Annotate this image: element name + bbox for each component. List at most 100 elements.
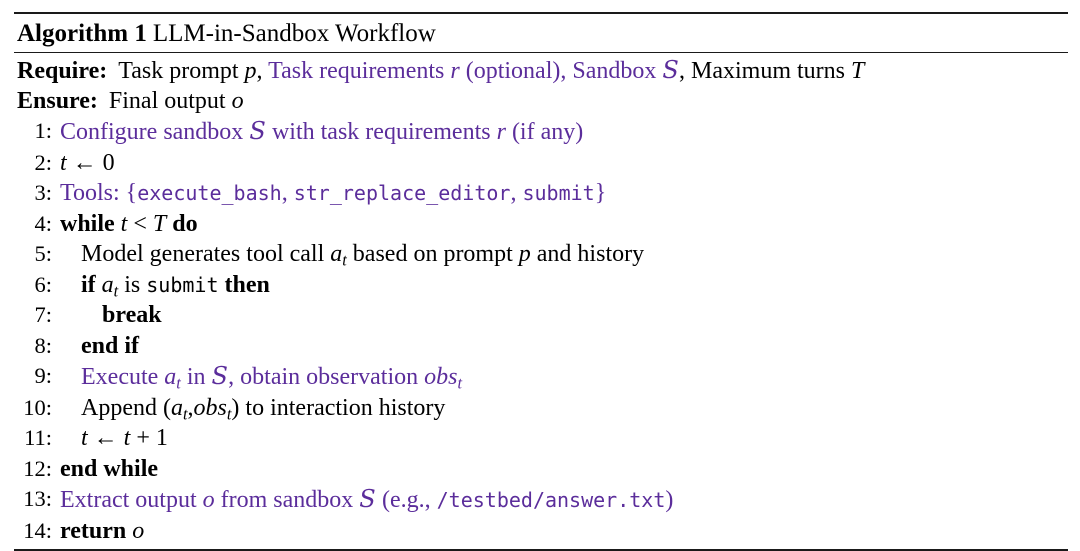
comma: , bbox=[187, 394, 194, 421]
execute-in: in bbox=[186, 364, 206, 390]
step-text: while t < T do bbox=[60, 209, 1068, 240]
model-mid: based on prompt bbox=[352, 241, 513, 267]
step-12: 12: end while bbox=[14, 454, 1068, 485]
var-S-caligraphic: S bbox=[359, 485, 376, 513]
require-text-plain-1: Task prompt bbox=[118, 58, 245, 84]
step-2: 2: t ← 0 bbox=[14, 148, 1068, 179]
ensure-line: Ensure: Final output o bbox=[14, 86, 1068, 116]
var-o: o bbox=[132, 517, 145, 544]
step-text: if at is submit then bbox=[60, 270, 1068, 301]
step-number: 10: bbox=[23, 394, 52, 420]
step-number: 5: bbox=[34, 241, 52, 266]
step-text: Configure sandbox S with task requiremen… bbox=[60, 116, 1068, 148]
tools-label: Tools: bbox=[60, 180, 120, 206]
word-is: is bbox=[124, 271, 141, 298]
step-text: Model generates tool call at based on pr… bbox=[60, 239, 1068, 270]
var-t: t bbox=[120, 210, 128, 237]
var-o: o bbox=[231, 88, 244, 114]
step-11: 11: t ← t + 1 bbox=[14, 423, 1068, 454]
step-text: return o bbox=[60, 516, 1068, 547]
title-separator-rule bbox=[14, 52, 1068, 53]
operator-plus: + bbox=[136, 425, 150, 451]
step-number: 7: bbox=[34, 302, 52, 327]
var-a-t: at bbox=[101, 271, 119, 301]
tool-submit: submit bbox=[146, 272, 219, 297]
ensure-text: Final output bbox=[108, 88, 232, 114]
paren-open: ( bbox=[162, 394, 171, 421]
paren-close: ) bbox=[665, 487, 674, 513]
configure-post: (if any) bbox=[511, 119, 584, 145]
page-title: LLM-in-Sandbox Workflow bbox=[152, 20, 436, 47]
step-number: 13: bbox=[23, 486, 52, 511]
step-text: Extract output o from sandbox S (e.g., /… bbox=[60, 484, 1068, 516]
assign-arrow-icon: ← bbox=[93, 425, 118, 451]
step-8: 8: end if bbox=[14, 331, 1068, 362]
extract-mid: from sandbox bbox=[220, 487, 354, 513]
keyword-then: then bbox=[224, 271, 270, 298]
assign-arrow-icon: ← bbox=[72, 149, 97, 176]
step-number: 11: bbox=[24, 425, 52, 450]
var-t: t bbox=[60, 149, 67, 176]
paren-close: ) bbox=[231, 394, 240, 421]
step-13: 13: Extract output o from sandbox S (e.g… bbox=[14, 484, 1068, 516]
keyword-if: if bbox=[81, 271, 96, 298]
require-task-requirements: Task requirements r (optional), Sandbox … bbox=[268, 56, 680, 84]
var-o: o bbox=[202, 487, 215, 513]
step-number: 3: bbox=[34, 180, 52, 205]
step-text: end if bbox=[81, 332, 140, 359]
step-1: 1: Configure sandbox S with task require… bbox=[14, 116, 1068, 148]
model-pre: Model generates tool call bbox=[81, 241, 325, 267]
comma: , bbox=[228, 364, 235, 390]
require-keyword: Require: bbox=[17, 58, 108, 84]
tool-execute-bash: execute_bash bbox=[137, 181, 282, 205]
keyword-return: return bbox=[60, 517, 127, 544]
configure-pre: Configure sandbox bbox=[60, 119, 244, 145]
top-rule bbox=[14, 12, 1068, 14]
step-number: 4: bbox=[34, 210, 52, 236]
keyword-do: do bbox=[172, 210, 198, 237]
step-9: 9: Execute at in S, obtain observation o… bbox=[14, 361, 1068, 393]
step-6: 6: if at is submit then bbox=[14, 270, 1068, 301]
brace-close: } bbox=[594, 180, 607, 206]
operator-less-than: < bbox=[133, 210, 147, 237]
require-text-plain-2: , Maximum turns bbox=[679, 58, 852, 84]
append-pre: Append bbox=[81, 394, 157, 421]
step-3: 3: Tools: {execute_bash, str_replace_edi… bbox=[14, 178, 1068, 209]
var-obs-t: obst bbox=[424, 364, 463, 393]
var-T: T bbox=[851, 58, 865, 84]
step-5: 5: Model generates tool call at based on… bbox=[14, 239, 1068, 270]
tool-str-replace-editor: str_replace_editor bbox=[293, 181, 511, 205]
extract-pre: Extract output bbox=[60, 487, 197, 513]
var-a-t: at bbox=[170, 394, 188, 424]
step-14: 14: return o bbox=[14, 516, 1068, 547]
var-a-t: at bbox=[330, 241, 347, 270]
var-p: p bbox=[518, 241, 531, 267]
require-comma-1: , bbox=[256, 58, 269, 84]
var-t: t bbox=[81, 425, 88, 451]
step-text: t ← t + 1 bbox=[60, 423, 1068, 454]
keyword-while: while bbox=[60, 210, 115, 237]
var-S-caligraphic: S bbox=[249, 117, 266, 145]
step-text: Append (at,obst) to interaction history bbox=[60, 393, 1068, 424]
append-post: to interaction history bbox=[245, 394, 446, 421]
step-number: 2: bbox=[34, 149, 52, 175]
var-r: r bbox=[496, 119, 506, 145]
step-number: 8: bbox=[34, 332, 52, 358]
comma-2: , bbox=[510, 180, 523, 206]
execute-post: obtain observation bbox=[240, 364, 419, 390]
step-number: 12: bbox=[23, 455, 52, 481]
var-a-t: at bbox=[164, 364, 181, 393]
step-number: 9: bbox=[34, 363, 52, 388]
var-S-caligraphic: S bbox=[211, 362, 229, 390]
algorithm-body: Require: Task prompt p, Task requirements… bbox=[14, 53, 1068, 546]
var-T: T bbox=[152, 210, 167, 237]
step-4: 4: while t < T do bbox=[14, 209, 1068, 240]
algorithm-label: Algorithm 1 bbox=[17, 20, 147, 47]
var-obs-t: obst bbox=[193, 394, 232, 424]
step-number: 1: bbox=[34, 118, 52, 143]
step-text: end while bbox=[60, 455, 159, 482]
ensure-keyword: Ensure: bbox=[17, 88, 98, 114]
model-post: and history bbox=[536, 241, 645, 267]
